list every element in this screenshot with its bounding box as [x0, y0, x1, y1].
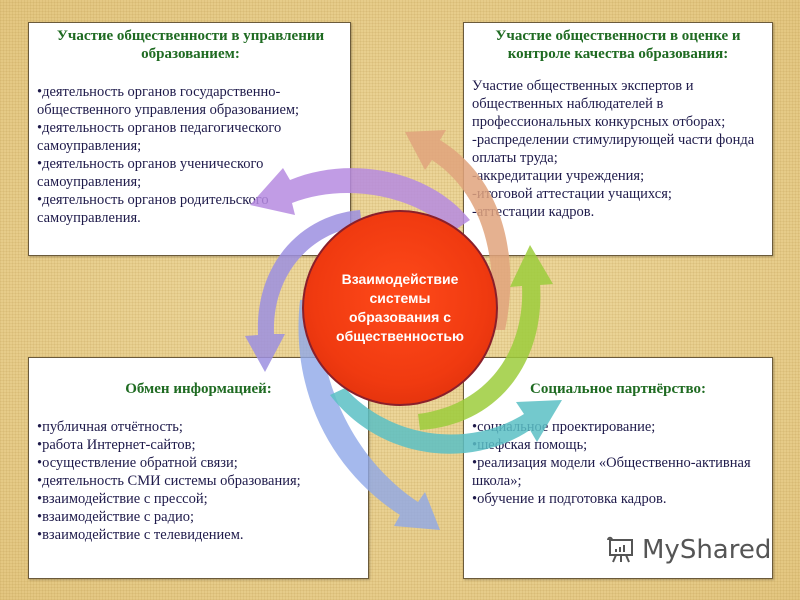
partnership-box: Социальное партнёрство: •социальное прое… — [463, 357, 773, 579]
list-item: -аттестации кадров. — [472, 204, 595, 220]
center-circle: Взаимодействие системы образования с общ… — [302, 210, 498, 406]
partnership-list: •социальное проектирование; •шефская пом… — [472, 418, 764, 508]
presentation-board-icon — [607, 536, 633, 563]
list-item: •осуществление обратной связи; — [37, 455, 238, 471]
list-item: •шефская помощь; — [472, 437, 588, 453]
watermark-logo: MyShared — [606, 535, 771, 565]
information-box: Обмен информацией: •публичная отчётность… — [28, 357, 369, 579]
list-item: •деятельность органов ученического самоу… — [37, 156, 264, 190]
center-text: Взаимодействие системы образования с общ… — [336, 271, 464, 344]
list-item: •работа Интернет-сайтов; — [37, 437, 196, 453]
quality-title: Участие общественности в оценке и контро… — [495, 28, 741, 62]
list-item: •реализация модели «Общественно-активная… — [472, 455, 751, 489]
list-item: Участие общественных экспертов и обществ… — [472, 78, 726, 130]
list-item: •публичная отчётность; — [37, 419, 183, 435]
list-item: -итоговой аттестации учащихся; — [472, 186, 672, 202]
watermark-text: MyShared — [642, 535, 772, 565]
list-item: •обучение и подготовка кадров. — [472, 491, 667, 507]
quality-box: Участие общественности в оценке и контро… — [463, 22, 773, 256]
governance-list: •деятельность органов государственно-общ… — [37, 83, 344, 227]
list-item: •деятельность органов педагогического са… — [37, 120, 282, 154]
list-item: -аккредитации учреждения; — [472, 168, 645, 184]
list-item: •взаимодействие с прессой; — [37, 491, 208, 507]
quality-list: Участие общественных экспертов и обществ… — [472, 77, 764, 221]
information-list: •публичная отчётность; •работа Интернет-… — [37, 418, 360, 544]
governance-title: Участие общественности в управлении обра… — [56, 28, 325, 62]
list-item: •социальное проектирование; — [472, 419, 656, 435]
list-item: •взаимодействие с телевидением. — [37, 527, 244, 543]
list-item: •взаимодействие с радио; — [37, 509, 195, 525]
list-item: •деятельность СМИ системы образования; — [37, 473, 301, 489]
list-item: •деятельность органов родительского само… — [37, 192, 269, 226]
information-title: Обмен информацией: — [125, 381, 272, 397]
list-item: -распределении стимулирующей части фонда… — [472, 132, 755, 166]
governance-box: Участие общественности в управлении обра… — [28, 22, 351, 256]
partnership-title: Социальное партнёрство: — [530, 381, 706, 397]
list-item: •деятельность органов государственно-общ… — [37, 84, 300, 118]
